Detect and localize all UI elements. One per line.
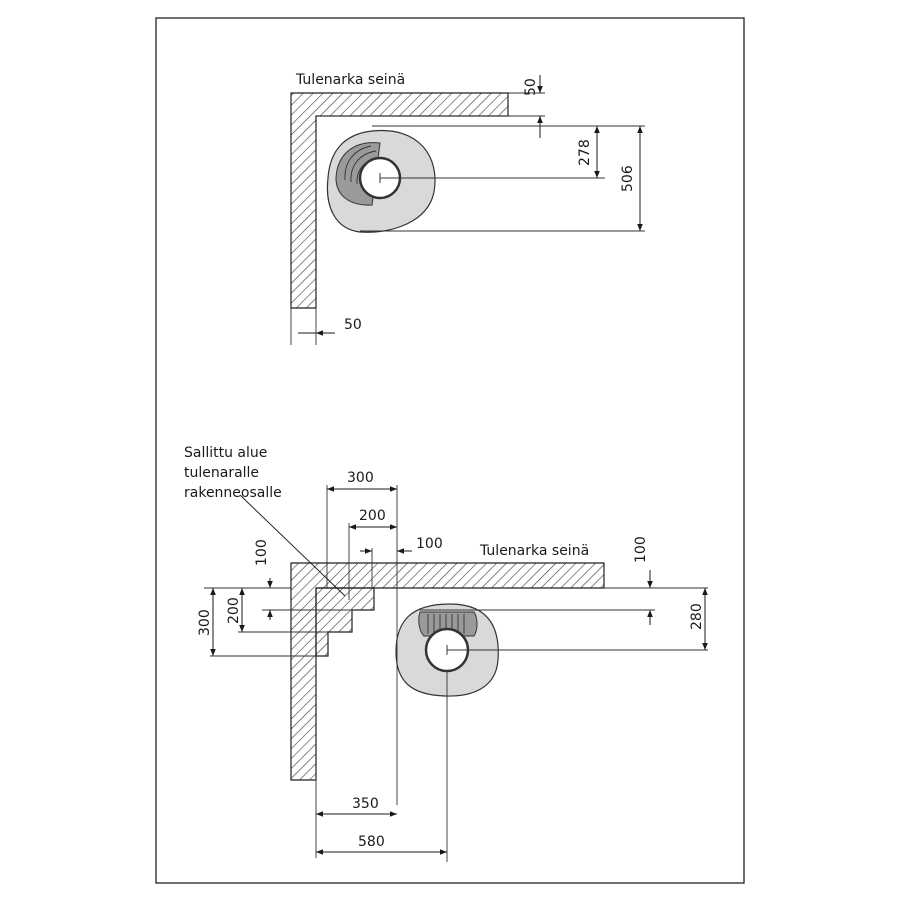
dim-top-50: 50: [523, 78, 539, 96]
dim-step-300: 300: [347, 470, 374, 486]
dim-step-100: 100: [416, 536, 443, 552]
allowed-area-label-line-2: tulenaralle: [184, 465, 259, 481]
page-border: [155, 17, 745, 884]
bottom-wall-label: Tulenarka seinä: [479, 543, 589, 559]
dim-right-280: 280: [689, 603, 705, 630]
dim-left-300: 300: [197, 609, 213, 636]
allowed-area-label-line-3: rakenneosalle: [184, 485, 282, 501]
top-diagram: Tulenarka seinä 50 278 506 50: [290, 72, 645, 345]
dim-left-100: 100: [254, 539, 270, 566]
dim-step-200: 200: [359, 508, 386, 524]
dim-bottom-580: 580: [358, 834, 385, 850]
allowed-area-label-line-1: Sallittu alue: [184, 445, 267, 461]
dim-left-200: 200: [226, 597, 242, 624]
dim-top-side-50: 50: [344, 317, 362, 333]
top-stove: [326, 129, 436, 233]
dim-bottom-350: 350: [352, 796, 379, 812]
top-wall-label: Tulenarka seinä: [295, 72, 405, 88]
allowed-area-steps: [315, 587, 375, 657]
dim-top-278: 278: [577, 139, 593, 166]
dim-top-506: 506: [620, 165, 636, 192]
allowed-area-label: Sallittu alue tulenaralle rakenneosalle: [184, 445, 282, 501]
bottom-diagram: Sallittu alue tulenaralle rakenneosalle …: [184, 445, 708, 862]
dim-right-100: 100: [633, 536, 649, 563]
